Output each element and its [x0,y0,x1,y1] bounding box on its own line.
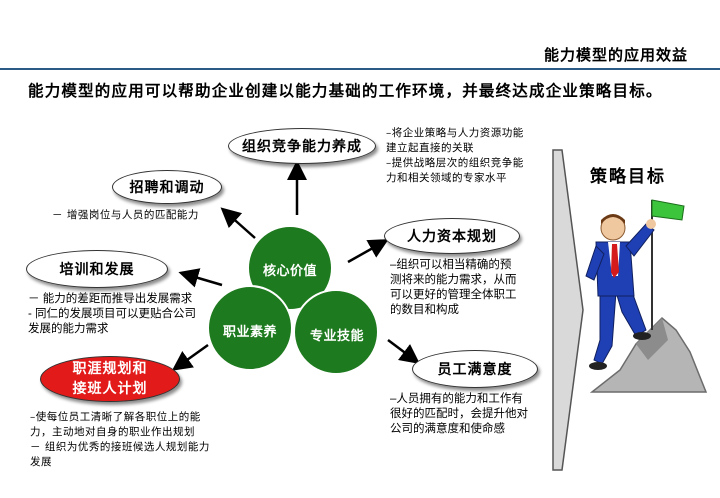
climber-illustration [585,199,708,393]
node-career: 职涯规划和 接班人计划 [40,356,180,402]
core-label-professionalism: 职业素养 [222,325,277,340]
arrow-left [178,268,223,288]
node-career-line1: 职涯规划和 [72,361,148,377]
core-label-values: 核心价值 [262,264,317,279]
header-rule [0,68,720,70]
goal-chevron-arrow [552,149,584,471]
node-training: 培训和发展 [26,250,168,288]
node-career-line2: 接班人计划 [72,381,148,397]
node-hr-planning: 人力资本规划 [384,218,520,254]
note-training: － 能力的差距而推导出发展需求 - 同仁的发展项目可以更贴合公司 发展的能力需求 [28,293,197,335]
note-hr-planning: –组织可以相当精确的预 测将来的能力需求，从而 可以更好的管理全体职工 的数目和… [390,259,517,316]
core-circle-top [247,225,333,311]
node-satisfaction: 员工满意度 [412,350,538,388]
note-satisfaction: –人员拥有的能力和工作有 很好的匹配时，会提升他对 公司的满意度和使命感 [390,393,528,435]
core-label-skills: 专业技能 [309,329,364,344]
arrow-upper-left [220,207,256,239]
core-circle-right [293,289,379,375]
arrow-upper-right [347,239,389,264]
node-competition: 组织竞争能力养成 [228,128,376,164]
note-competition: –将企业策略与人力资源功能 建立起直接的关联 –提供战略层次的组织竞争能 力和相… [386,127,524,184]
core-circle-left [207,285,293,371]
arrow-lower-right [387,339,420,364]
goal-title: 策略目标 [590,167,666,187]
arrow-lower-left [171,343,209,371]
note-career: –使每位员工清晰了解各职位上的能 力，主动地对自身的职业作出规划 － 组织为优秀… [30,411,210,468]
note-recruit: － 增强岗位与人员的匹配能力 [52,209,199,221]
page-title: 能力模型的应用效益 [543,46,688,64]
intro-text: 能力模型的应用可以帮助企业创建以能力基础的工作环境，并最终达成企业策略目标。 [28,81,663,100]
node-recruit: 招聘和调动 [112,170,222,204]
